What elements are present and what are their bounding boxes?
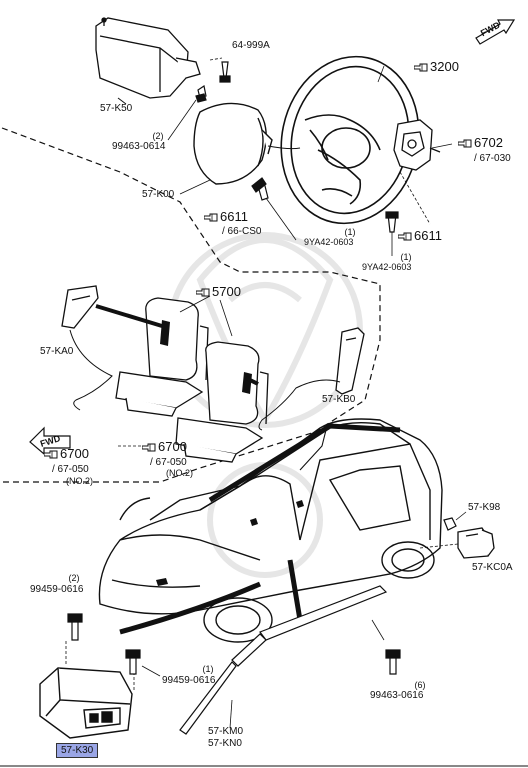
bolt-99463-0616: [385, 649, 401, 675]
part-label-57-k98: 57-K98: [468, 502, 501, 513]
qty-99459-0616-bottom: (1): [202, 664, 214, 674]
part-label-99463-0614: 99463-0614: [112, 141, 166, 152]
finger-pointer-icon: [204, 213, 218, 222]
qty-99463-0616: (6): [414, 680, 426, 690]
finger-pointer-icon: [196, 288, 210, 297]
front-seats: [115, 297, 269, 463]
airbag-control-unit: [39, 667, 133, 739]
finger-pointer-icon: [458, 139, 472, 148]
note-no2-right: (NO.2): [166, 468, 193, 478]
ref-3200[interactable]: 3200: [414, 60, 459, 74]
ref-5700-text: 5700: [212, 284, 241, 299]
ref-5700[interactable]: 5700: [196, 285, 241, 299]
finger-pointer-icon: [44, 450, 58, 459]
nut-57-k98: [443, 517, 457, 531]
bolt-99459-0616-1: [125, 649, 141, 675]
finger-pointer-icon: [142, 443, 156, 452]
ref-6700-left-text: 6700: [60, 446, 89, 461]
screw-64-999a: [219, 61, 231, 83]
ref-6700-right-text: 6700: [158, 439, 187, 454]
qty-99463-0614: (2): [152, 131, 164, 141]
ref-6611-left[interactable]: 6611: [204, 210, 248, 224]
part-label-57-kn0: 57-KN0: [208, 738, 242, 749]
part-label-57-ka0: 57-KA0: [40, 346, 74, 357]
ref-6611-left-text: 6611: [220, 209, 248, 224]
curtain-airbag-module: [179, 585, 388, 735]
ref-6700-left[interactable]: 6700: [44, 447, 89, 461]
qty-99459-0616-top: (2): [68, 573, 80, 583]
finger-pointer-icon: [414, 63, 428, 72]
crash-sensor: [457, 527, 495, 559]
part-label-9ya42-0603-right: 9YA42-0603: [362, 262, 412, 272]
ref-6702-text: 6702: [474, 135, 503, 150]
fwd-arrow-icon: [29, 426, 71, 456]
ref-6700-right[interactable]: 6700: [142, 440, 187, 454]
part-label-57-kb0: 57-KB0: [322, 394, 356, 405]
part-label-64-999a: 64-999A: [232, 40, 270, 51]
part-label-57-k50: 57-K50: [100, 103, 133, 114]
steering-wheel-bolt: [251, 177, 269, 201]
part-label-57-k30: 57-K30: [56, 743, 99, 758]
part-label-57-km0: 57-KM0: [208, 726, 244, 737]
note-no2-left: (NO.2): [66, 476, 93, 486]
horn-pad: [193, 102, 273, 185]
ref-3200-text: 3200: [430, 59, 459, 74]
curtain-airbag-lines: [119, 423, 401, 635]
part-label-99463-0616: 99463-0616: [370, 690, 424, 701]
side-airbag-left: [61, 285, 99, 329]
bolt-99459-0616-2: [67, 613, 83, 641]
part-label-66-cs0: / 66-CS0: [222, 226, 262, 237]
part-label-57-k00: 57-K00: [142, 189, 175, 200]
part-label-99459-0616-bottom: 99459-0616: [162, 675, 216, 686]
part-label-57-kc0a: 57-KC0A: [472, 562, 513, 573]
side-airbag-right: [335, 327, 365, 395]
clock-spring-screw: [385, 211, 399, 233]
qty-9ya42-right: (1): [400, 252, 412, 262]
clock-spring: [393, 119, 441, 171]
part-label-99459-0616-top: 99459-0616: [30, 584, 84, 595]
fwd-arrow-icon: [475, 19, 516, 45]
screw-99463-0614: [195, 85, 207, 103]
finger-pointer-icon: [398, 232, 412, 241]
ref-6611-right[interactable]: 6611: [398, 229, 442, 243]
driver-airbag-module: [95, 17, 201, 99]
part-label-67-030: / 67-030: [474, 153, 511, 164]
highlighted-part-57-k30[interactable]: 57-K30: [56, 743, 99, 758]
ref-6611-right-text: 6611: [414, 228, 442, 243]
ref-6702[interactable]: 6702: [458, 136, 503, 150]
qty-9ya42-left: (1): [344, 227, 356, 237]
part-label-9ya42-0603-left: 9YA42-0603: [304, 237, 354, 247]
part-label-67-050-right: / 67-050: [150, 457, 187, 468]
part-label-67-050-left: / 67-050: [52, 464, 89, 475]
